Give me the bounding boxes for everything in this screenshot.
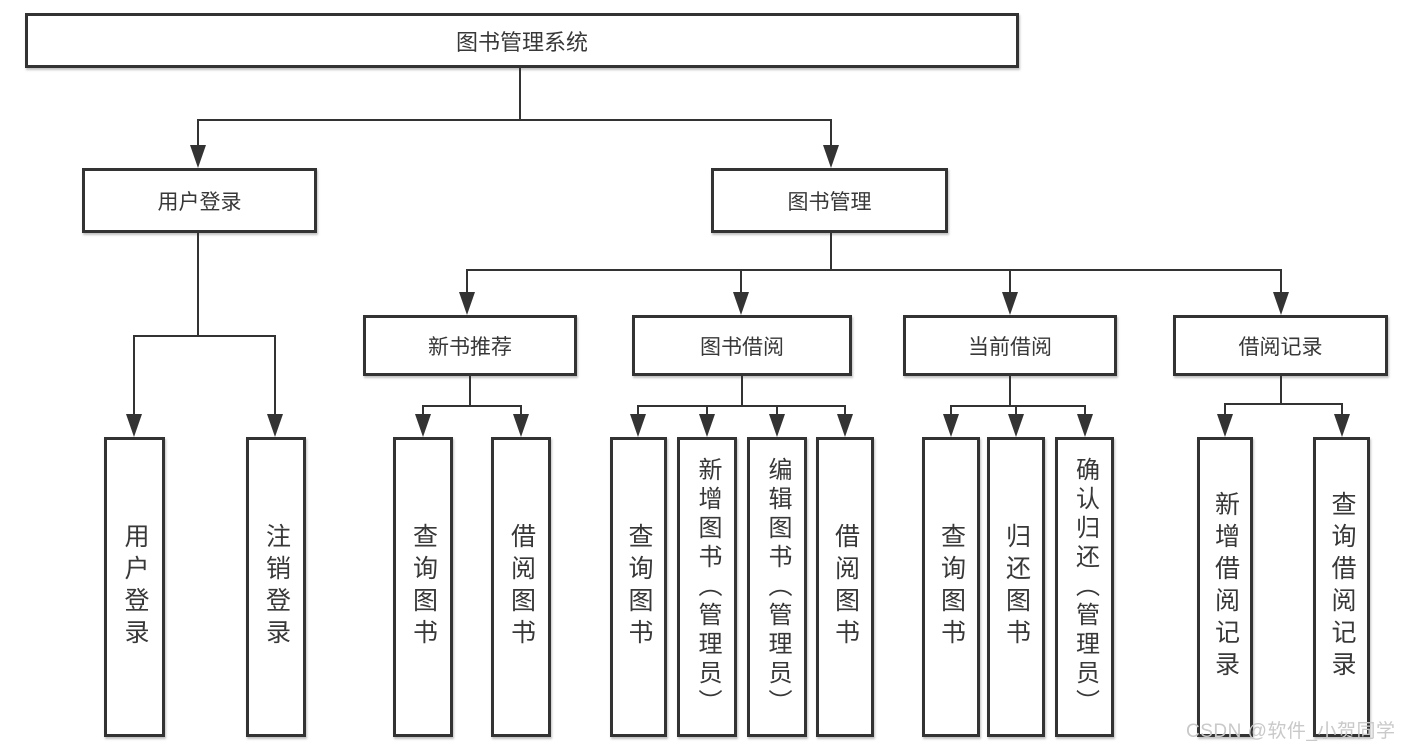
node-label: 图书管理系统 xyxy=(455,29,588,55)
connector-line xyxy=(637,405,639,418)
connector-line xyxy=(776,405,778,418)
node-label: 当前借阅 xyxy=(968,335,1052,359)
connector-line xyxy=(1009,269,1011,293)
arrowhead-down-icon xyxy=(837,414,853,437)
arrowhead-down-icon xyxy=(823,145,839,168)
arrowhead-down-icon xyxy=(1077,414,1093,437)
connector-line xyxy=(422,405,424,418)
arrowhead-down-icon xyxy=(733,292,749,315)
connector-line xyxy=(1015,405,1017,418)
node-current-borrowing: 当前借阅 xyxy=(903,315,1117,376)
node-borrowing-records: 借阅记录 xyxy=(1173,315,1388,376)
connector-line xyxy=(740,269,742,293)
csdn-watermark: CSDN @软件_小贺同学 xyxy=(1186,721,1396,742)
node-book-management: 图书管理 xyxy=(711,168,948,233)
arrowhead-down-icon xyxy=(415,414,431,437)
node-book-borrowing: 图书借阅 xyxy=(632,315,852,376)
connector-line xyxy=(950,405,1086,407)
arrowhead-down-icon xyxy=(126,414,142,437)
node-label: 借阅图书 xyxy=(507,523,536,651)
leaf-add-borrow-record: 新增借阅记录 xyxy=(1197,437,1253,737)
connector-line xyxy=(197,233,199,337)
node-label: 图书管理 xyxy=(787,190,872,214)
leaf-add-books-admin: 新增图书（管理员） xyxy=(677,437,737,737)
arrowhead-down-icon xyxy=(1273,292,1289,315)
connector-line xyxy=(197,119,199,148)
arrowhead-down-icon xyxy=(1008,414,1024,437)
leaf-borrow-books: 借阅图书 xyxy=(816,437,874,737)
leaf-logout: 注销登录 xyxy=(246,437,306,737)
node-label: 新书推荐 xyxy=(428,335,512,359)
leaf-edit-books-admin: 编辑图书（管理员） xyxy=(747,437,807,737)
arrowhead-down-icon xyxy=(459,292,475,315)
connector-line xyxy=(830,119,832,148)
connector-line xyxy=(520,405,522,418)
connector-line xyxy=(741,376,743,407)
node-label: 借阅图书 xyxy=(831,523,860,651)
leaf-return-books: 归还图书 xyxy=(987,437,1045,737)
connector-line xyxy=(469,376,471,407)
connector-line xyxy=(133,335,135,417)
node-label: 查询借阅记录 xyxy=(1328,491,1356,683)
connector-line xyxy=(844,405,846,418)
arrowhead-down-icon xyxy=(630,414,646,437)
connector-line xyxy=(197,119,832,121)
node-label: 查询图书 xyxy=(625,523,653,651)
connector-line xyxy=(1084,405,1086,418)
arrowhead-down-icon xyxy=(1334,414,1350,437)
node-label: 归还图书 xyxy=(1002,523,1031,651)
node-label: 新增图书（管理员） xyxy=(694,456,721,718)
arrowhead-down-icon xyxy=(1002,292,1018,315)
arrowhead-down-icon xyxy=(190,145,206,168)
leaf-query-borrow-record: 查询借阅记录 xyxy=(1313,437,1370,737)
leaf-user-login: 用户登录 xyxy=(104,437,165,737)
connector-line xyxy=(466,269,1282,271)
connector-line xyxy=(422,405,522,407)
leaf-query-books-current: 查询图书 xyxy=(922,437,980,737)
leaf-query-books-borrowing: 查询图书 xyxy=(610,437,667,737)
connector-line xyxy=(1224,403,1226,418)
connector-line xyxy=(274,335,276,417)
connector-line xyxy=(706,405,708,418)
node-label: 查询图书 xyxy=(409,523,438,651)
node-label: 用户登录 xyxy=(121,523,149,651)
node-new-book-recommendation: 新书推荐 xyxy=(363,315,577,376)
connector-line xyxy=(1009,376,1011,407)
node-label: 新增借阅记录 xyxy=(1211,491,1240,683)
arrowhead-down-icon xyxy=(699,414,715,437)
leaf-confirm-return-admin: 确认归还（管理员） xyxy=(1055,437,1114,737)
connector-line xyxy=(950,405,952,418)
connector-line xyxy=(830,233,832,271)
node-label: 注销登录 xyxy=(262,523,291,651)
connector-line xyxy=(133,335,276,337)
node-label: 图书借阅 xyxy=(700,335,784,359)
node-label: 用户登录 xyxy=(157,190,242,214)
connector-line xyxy=(466,269,468,293)
node-label: 查询图书 xyxy=(937,523,966,651)
connector-line xyxy=(519,68,521,121)
arrowhead-down-icon xyxy=(267,414,283,437)
arrowhead-down-icon xyxy=(943,414,959,437)
node-label: 借阅记录 xyxy=(1238,335,1323,359)
node-label: 确认归还（管理员） xyxy=(1071,456,1099,718)
leaf-query-books-recommend: 查询图书 xyxy=(393,437,453,737)
arrowhead-down-icon xyxy=(1217,414,1233,437)
leaf-borrow-books-recommend: 借阅图书 xyxy=(491,437,551,737)
node-user-login: 用户登录 xyxy=(82,168,317,233)
node-library-management-system: 图书管理系统 xyxy=(25,13,1019,68)
connector-line xyxy=(1280,269,1282,293)
connector-line xyxy=(1224,403,1343,405)
arrowhead-down-icon xyxy=(769,414,785,437)
connector-line xyxy=(1280,376,1282,405)
node-label: 编辑图书（管理员） xyxy=(764,456,791,718)
arrowhead-down-icon xyxy=(513,414,529,437)
connector-line xyxy=(1341,403,1343,418)
connector-line xyxy=(637,405,846,407)
